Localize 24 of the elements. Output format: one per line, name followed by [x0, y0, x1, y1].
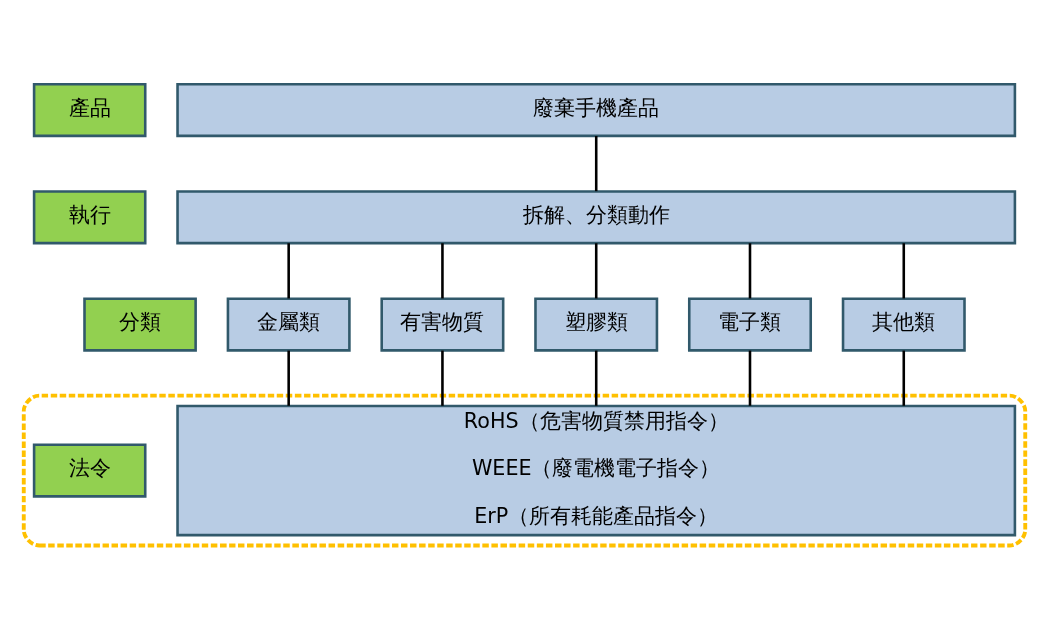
connector: [287, 350, 290, 406]
node-box: 其他類: [841, 297, 966, 352]
node-box: RoHS（危害物質禁用指令） WEEE（廢電機電子指令） ErP（所有耗能產品指令）: [176, 404, 1017, 537]
node-box: 金屬類: [226, 297, 351, 352]
connector: [441, 243, 444, 299]
connector: [287, 243, 290, 299]
node-box: 廢棄手機產品: [176, 82, 1017, 138]
node-box: 分類: [83, 297, 197, 352]
node-box: 執行: [32, 190, 147, 245]
node-box: 塑膠類: [534, 297, 659, 352]
node-box: 產品: [32, 82, 147, 138]
connector: [594, 243, 598, 299]
node-box: 拆解、分類動作: [176, 190, 1017, 245]
node-box: 有害物質: [380, 297, 505, 352]
connector: [441, 350, 444, 406]
node-box: 電子類: [687, 297, 812, 352]
connector: [902, 243, 906, 299]
connector: [748, 243, 752, 299]
connector: [594, 135, 598, 192]
connector: [748, 350, 752, 406]
connector: [594, 350, 598, 406]
cluster: [21, 393, 1028, 548]
connector: [902, 350, 906, 406]
node-box: 法令: [32, 443, 147, 498]
